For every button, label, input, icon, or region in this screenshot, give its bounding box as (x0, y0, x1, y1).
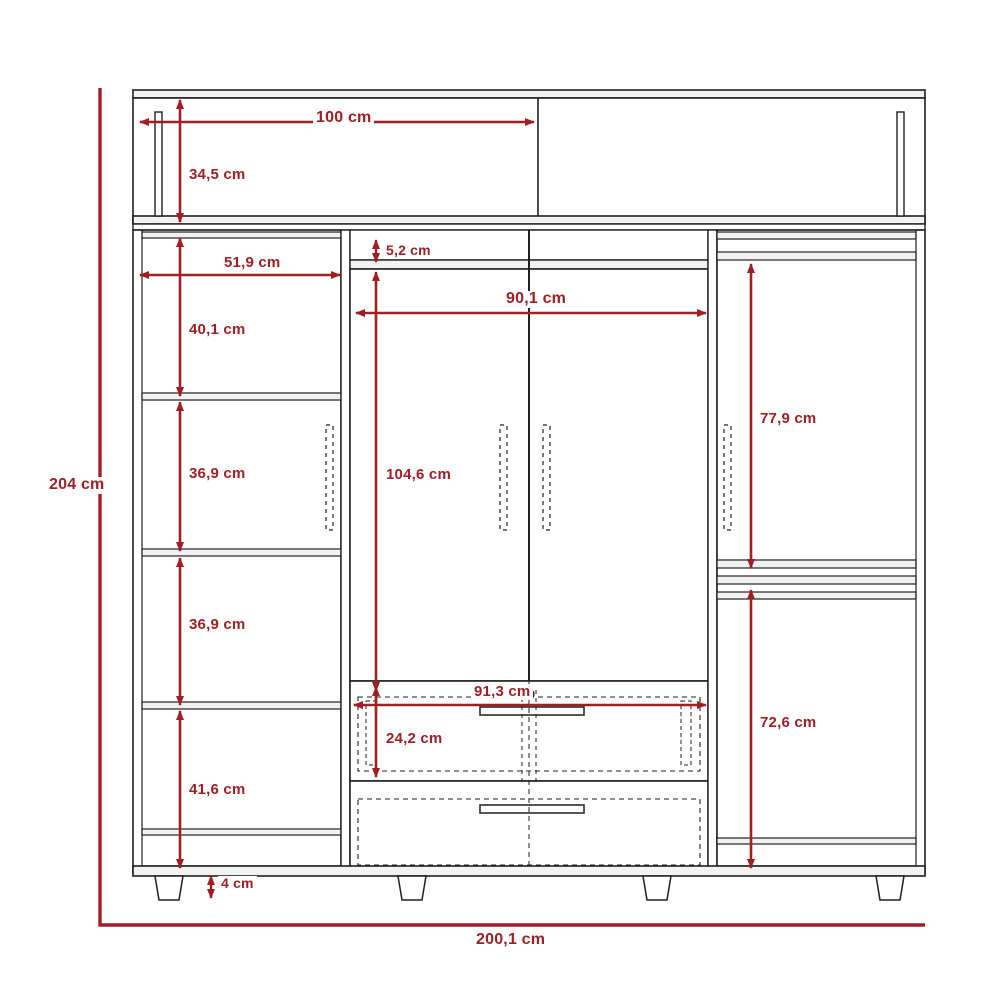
drawer-upper-pull (479, 706, 585, 716)
label-top-door-height: 34,5 cm (186, 167, 249, 183)
right-column (716, 229, 926, 875)
label-center-doors-height: 104,6 cm (383, 467, 454, 483)
label-left-shelf-3: 36,9 cm (186, 617, 249, 633)
label-overall-width: 200,1 cm (473, 931, 549, 949)
label-overall-height: 204 cm (46, 476, 108, 494)
label-top-door-width: 100 cm (313, 109, 375, 127)
leg-2 (397, 875, 427, 901)
right-column-hidden-handle (723, 424, 732, 531)
top-right-door-handle (896, 111, 905, 217)
label-center-doors-width: 90,1 cm (503, 290, 570, 308)
center-section (340, 229, 718, 875)
leg-1 (154, 875, 184, 901)
leg-3 (642, 875, 672, 901)
top-left-door-handle (154, 111, 163, 217)
drawer-lower-pull (479, 804, 585, 814)
base-plinth (132, 865, 926, 877)
label-right-lower-height: 72,6 cm (757, 715, 820, 731)
leg-4 (875, 875, 905, 901)
center-right-door-handle (542, 424, 551, 531)
center-left-door-handle (499, 424, 508, 531)
label-left-shelf-4: 41,6 cm (186, 782, 249, 798)
left-column-hidden-handle (325, 424, 334, 531)
label-drawer-width: 91,3 cm (471, 684, 534, 700)
label-center-rail-height: 5,2 cm (383, 243, 434, 258)
label-left-column-width: 51,9 cm (221, 255, 284, 271)
label-drawer-height: 24,2 cm (383, 731, 446, 747)
label-leg-height: 4 cm (218, 876, 257, 891)
top-sliding-section (132, 89, 926, 225)
label-right-upper-height: 77,9 cm (757, 411, 820, 427)
label-left-shelf-2: 36,9 cm (186, 466, 249, 482)
overall-reference-frame (98, 88, 925, 927)
cabinet-outline (132, 89, 926, 901)
label-left-shelf-1: 40,1 cm (186, 322, 249, 338)
dimension-lines (98, 88, 925, 927)
